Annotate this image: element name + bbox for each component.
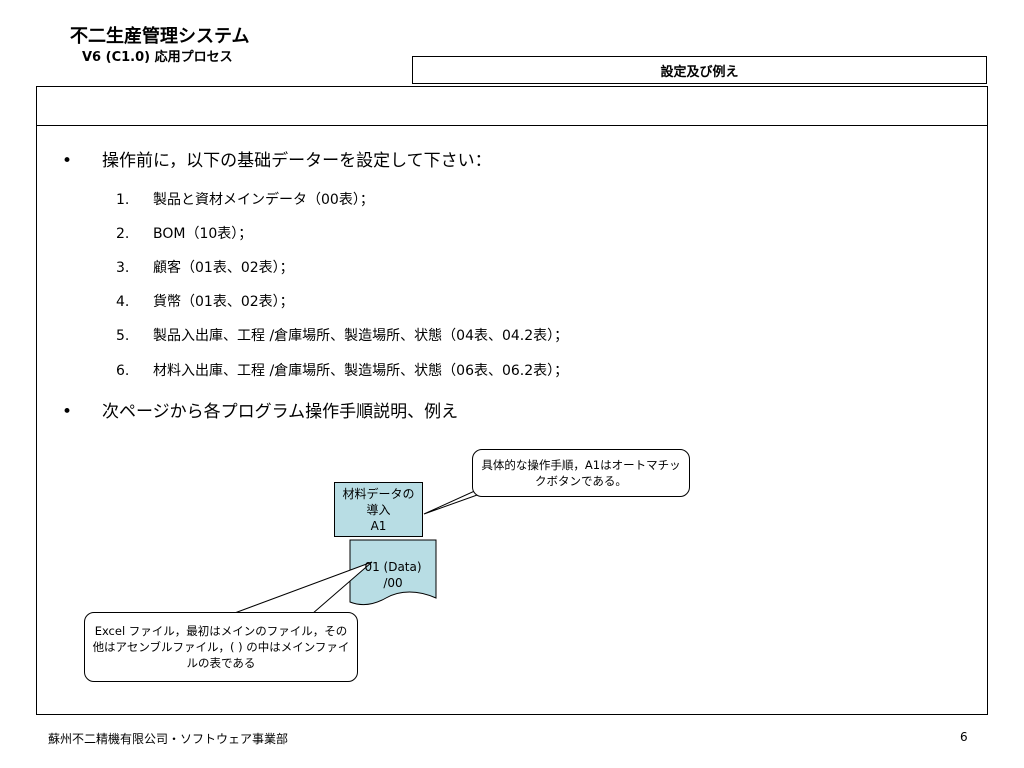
document-line1: 01 (Data) [364,560,422,574]
process-box-line2: 導入 [366,502,391,517]
list-item-number: 5. [116,328,130,344]
section-label-box: 設定及び例え [412,56,987,84]
blank-header-row [36,86,988,126]
document-label: 01 (Data) /00 [350,548,436,602]
footer-company: 蘇州不二精機有限公司・ソフトウェア事業部 [48,732,289,746]
list-item-number: 1. [116,192,130,208]
list-item-text: 製品と資材メインデータ（00表）； [153,192,374,208]
bullet-text: 操作前に，以下の基础データーを設定して下さい： [102,151,492,171]
list-item: 6. 材料入出庫、工程 /倉庫場所、製造場所、状態（06表、06.2表）； [116,362,568,380]
list-item: 1. 製品と資材メインデータ（00表）； [116,191,374,209]
page-title: 不二生産管理システム [70,26,250,47]
list-item-text: 貨幣（01表、02表）； [153,294,294,310]
callout-bottom: Excel ファイル，最初はメインのファイル，その他はアセンブルファイル，( )… [84,612,358,682]
footer-page-number: 6 [960,730,968,744]
process-box-material-import: 材料データの 導入 A1 [334,482,423,537]
list-item: 3. 顧客（01表、02表）； [116,259,294,277]
bullet-dot: • [62,151,73,171]
list-item-text: 製品入出庫、工程 /倉庫場所、製造場所、状態（04表、04.2表）； [153,328,569,344]
list-item-number: 6. [116,363,130,379]
callout-top: 具体的な操作手順，A1はオートマチックボタンである。 [472,449,690,497]
list-item-text: BOM（10表）； [153,226,253,242]
content-frame [36,126,988,715]
list-item: 4. 貨幣（01表、02表）； [116,293,294,311]
list-item-text: 材料入出庫、工程 /倉庫場所、製造場所、状態（06表、06.2表）； [153,363,569,379]
bullet-dot: • [62,402,73,422]
list-item: 5. 製品入出庫、工程 /倉庫場所、製造場所、状態（04表、04.2表）； [116,327,568,345]
bullet-next-pages: • 次ページから各プログラム操作手順説明、例え [62,401,459,423]
list-item: 2. BOM（10表）； [116,225,252,243]
process-box-line1: 材料データの [342,486,415,501]
callout-bottom-text: Excel ファイル，最初はメインのファイル，その他はアセンブルファイル，( )… [92,624,350,670]
bullet-text: 次ページから各プログラム操作手順説明、例え [102,402,459,422]
list-item-number: 2. [116,226,130,242]
list-item-number: 3. [116,260,130,276]
section-label: 設定及び例え [660,64,739,80]
list-item-text: 顧客（01表、02表）； [153,260,294,276]
list-item-number: 4. [116,294,130,310]
bullet-setup-instruction: • 操作前に，以下の基础データーを設定して下さい： [62,150,492,172]
process-box-line3: A1 [370,518,387,533]
callout-top-text: 具体的な操作手順，A1はオートマチックボタンである。 [481,458,681,488]
page-subtitle: V6 (C1.0) 応用プロセス [82,50,233,65]
document-line2: /00 [383,576,403,590]
